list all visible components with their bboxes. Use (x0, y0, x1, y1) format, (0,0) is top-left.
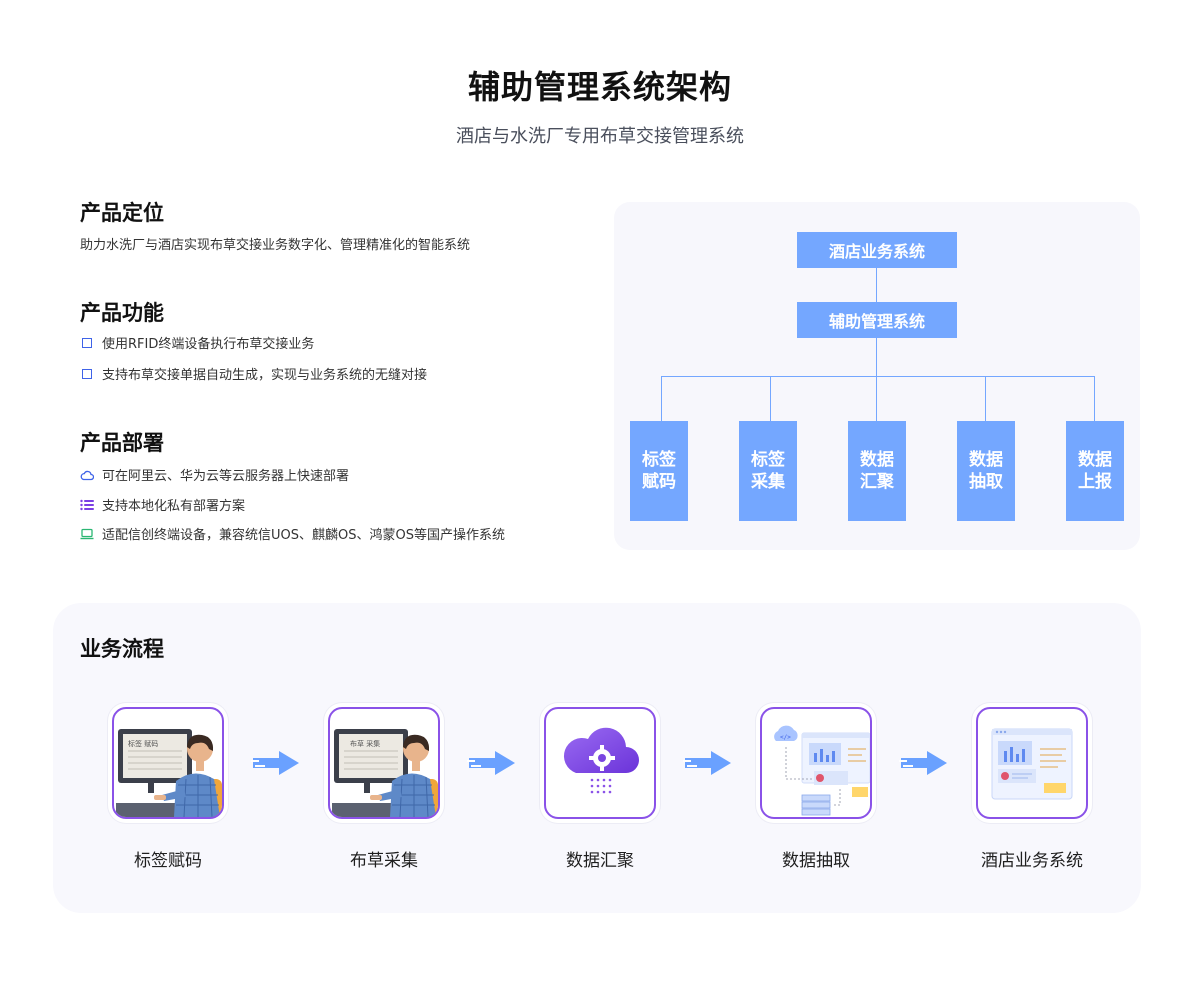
flow-step-label: 酒店业务系统 (981, 851, 1083, 871)
architecture-panel: 酒店业务系统 辅助管理系统 标签 赋码 标签 采集 数据 汇聚 数据 抽取 数据… (614, 202, 1140, 550)
function-item: 使用RFID终端设备执行布草交接业务 (80, 333, 314, 352)
arch-leaf-line: 采集 (751, 472, 785, 492)
square-icon (80, 336, 94, 350)
functions-title: 产品功能 (80, 301, 164, 325)
arch-node-aux-system: 辅助管理系统 (797, 302, 957, 338)
arch-leaf-tag-encoding: 标签 赋码 (630, 421, 688, 521)
arch-leaf-line: 数据 (860, 450, 894, 470)
person-monitor-icon: 标签 赋码 (112, 707, 224, 819)
deployment-item: 适配信创终端设备，兼容统信UOS、麒麟OS、鸿蒙OS等国产操作系统 (80, 524, 505, 543)
deployment-item-text: 支持本地化私有部署方案 (102, 499, 246, 514)
arch-leaf-line: 赋码 (642, 472, 676, 492)
deployment-item: 可在阿里云、华为云等云服务器上快速部署 (80, 465, 349, 484)
arch-leaf-line: 数据 (969, 450, 1003, 470)
flow-step-card (972, 703, 1092, 823)
flow-step-label: 数据汇聚 (566, 851, 634, 871)
cloud-gear-icon (544, 707, 656, 819)
arch-leaf-line: 数据 (1078, 450, 1112, 470)
arch-connector (661, 376, 662, 421)
arch-connector (661, 376, 1095, 377)
cloud-icon (80, 468, 94, 482)
arch-connector (876, 268, 877, 302)
arch-leaf-line: 标签 (751, 450, 785, 470)
arch-leaf-tag-collection: 标签 采集 (739, 421, 797, 521)
flow-step-card: </> (756, 703, 876, 823)
list-icon (80, 498, 94, 512)
flow-step-card: 布草 采集 (324, 703, 444, 823)
function-item: 支持布草交接单据自动生成，实现与业务系统的无缝对接 (80, 364, 427, 383)
flow-step-label: 数据抽取 (782, 851, 850, 871)
deployment-item-text: 适配信创终端设备，兼容统信UOS、麒麟OS、鸿蒙OS等国产操作系统 (102, 528, 505, 543)
function-item-text: 支持布草交接单据自动生成，实现与业务系统的无缝对接 (102, 368, 428, 383)
dashboard-icon (976, 707, 1088, 819)
laptop-icon (80, 527, 94, 541)
arch-connector (985, 376, 986, 421)
flow-title: 业务流程 (80, 637, 164, 661)
arch-leaf-line: 标签 (642, 450, 676, 470)
arch-leaf-data-report: 数据 上报 (1066, 421, 1124, 521)
arrow-right-icon (899, 751, 947, 775)
arch-node-hotel-system: 酒店业务系统 (797, 232, 957, 268)
deployment-item: 支持本地化私有部署方案 (80, 495, 245, 514)
deployment-title: 产品部署 (80, 431, 164, 455)
flow-step-card (540, 703, 660, 823)
person-monitor-icon: 布草 采集 (328, 707, 440, 819)
positioning-desc: 助力水洗厂与酒店实现布草交接业务数字化、管理精准化的智能系统 (80, 238, 471, 253)
arrow-right-icon (251, 751, 299, 775)
arch-connector (876, 338, 877, 376)
positioning-title: 产品定位 (80, 201, 164, 225)
arch-leaf-line: 抽取 (969, 472, 1003, 492)
flow-step-label: 布草采集 (350, 851, 418, 871)
arch-leaf-data-aggregation: 数据 汇聚 (848, 421, 906, 521)
arch-connector (876, 376, 877, 421)
square-icon (80, 367, 94, 381)
arch-connector (1094, 376, 1095, 421)
arch-leaf-line: 上报 (1078, 472, 1112, 492)
page-title: 辅助管理系统架构 (467, 68, 732, 106)
function-item-text: 使用RFID终端设备执行布草交接业务 (102, 337, 315, 352)
arrow-right-icon (467, 751, 515, 775)
svg-text:</>: </> (780, 734, 791, 741)
page-subtitle: 酒店与水洗厂专用布草交接管理系统 (456, 126, 744, 147)
flow-step-card: 标签 赋码 (108, 703, 228, 823)
flow-step-label: 标签赋码 (134, 851, 202, 871)
arrow-right-icon (683, 751, 731, 775)
arch-connector (770, 376, 771, 421)
deployment-item-text: 可在阿里云、华为云等云服务器上快速部署 (102, 469, 350, 484)
monitor-screen-text: 布草 采集 (350, 739, 380, 748)
data-dashboard-icon: </> (760, 707, 872, 819)
arch-leaf-line: 汇聚 (860, 472, 894, 492)
monitor-screen-text: 标签 赋码 (128, 739, 158, 748)
arch-leaf-data-extraction: 数据 抽取 (957, 421, 1015, 521)
